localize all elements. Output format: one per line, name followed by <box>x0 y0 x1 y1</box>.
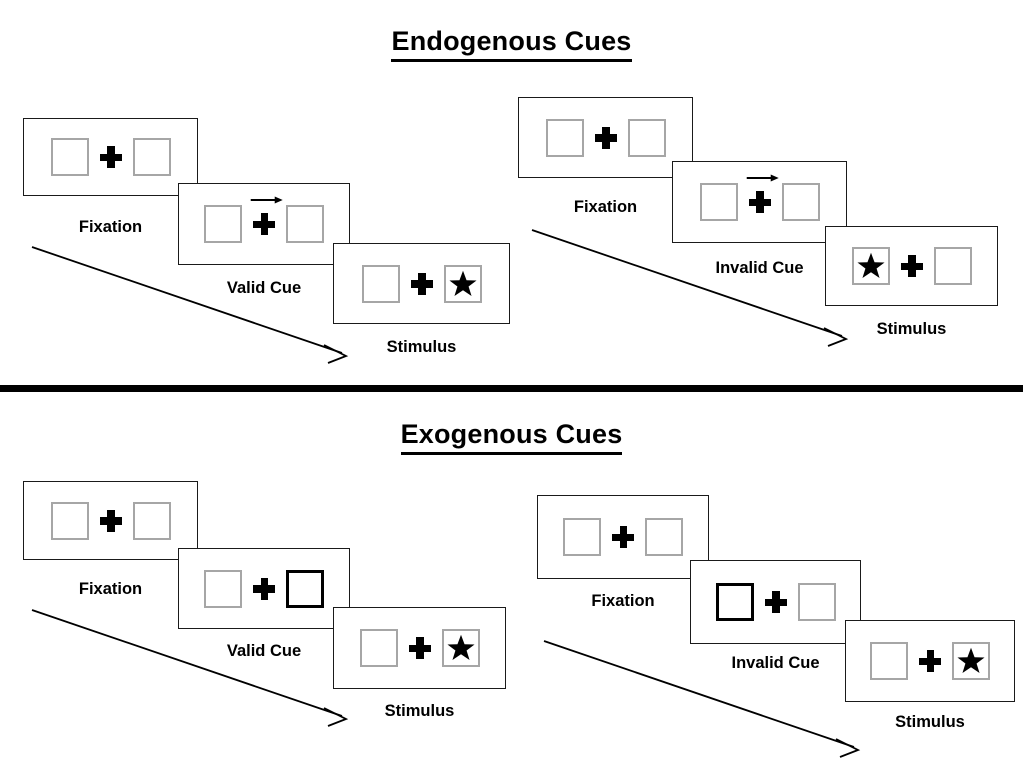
left-box <box>851 247 890 285</box>
plus-cross-icon <box>252 212 276 236</box>
caption-endogenous-valid-fixation: Fixation <box>78 218 143 236</box>
panel-inner <box>545 118 666 157</box>
caption-endogenous-valid-cue: Valid Cue <box>226 279 302 297</box>
panel-inner <box>851 247 972 285</box>
plus-cross-icon <box>408 636 432 660</box>
right-box-cued <box>286 569 324 608</box>
caption-endogenous-invalid-fixation: Fixation <box>573 198 638 216</box>
caption-exogenous-valid-fixation: Fixation <box>78 580 143 598</box>
caption-exogenous-invalid-cue: Invalid Cue <box>731 654 820 672</box>
section-title-endogenous-text: Endogenous Cues <box>391 26 632 62</box>
timeline-arrow-endogenous-invalid <box>531 229 849 347</box>
left-box <box>870 642 908 680</box>
panel-endogenous-invalid-cue[interactable] <box>672 161 847 243</box>
left-box <box>204 205 242 243</box>
panel-inner <box>361 264 482 303</box>
panel-inner <box>715 583 836 621</box>
section-title-endogenous: Endogenous Cues <box>0 26 1023 62</box>
fixation-cross-wrap <box>242 196 286 236</box>
section-title-exogenous: Exogenous Cues <box>0 419 1023 455</box>
plus-cross-icon <box>748 190 772 214</box>
fixation-cross-wrap <box>89 145 133 169</box>
caption-exogenous-valid-cue: Valid Cue <box>226 642 302 660</box>
arrow-right-icon <box>250 196 283 204</box>
left-box <box>50 138 89 176</box>
plus-cross-icon <box>900 254 924 278</box>
plus-cross-icon <box>764 590 788 614</box>
star-icon <box>446 634 475 661</box>
left-box <box>359 629 398 667</box>
right-box <box>933 247 972 285</box>
fixation-cross-wrap <box>601 525 645 549</box>
panel-exogenous-invalid-stimulus[interactable] <box>845 620 1015 702</box>
panel-inner <box>699 174 820 221</box>
panel-inner <box>359 629 480 667</box>
panel-endogenous-invalid-stimulus[interactable] <box>825 226 998 306</box>
plus-cross-icon <box>410 272 434 296</box>
panel-endogenous-valid-stimulus[interactable] <box>333 243 510 324</box>
right-box <box>286 205 324 243</box>
section-divider <box>0 385 1023 392</box>
star-icon <box>957 647 985 674</box>
panel-exogenous-valid-stimulus[interactable] <box>333 607 506 689</box>
plus-cross-icon <box>594 126 618 150</box>
caption-exogenous-invalid-fixation: Fixation <box>591 592 655 610</box>
panel-exogenous-invalid-cue[interactable] <box>690 560 861 644</box>
left-box <box>50 501 89 540</box>
fixation-cross-wrap <box>89 509 133 533</box>
caption-endogenous-valid-stimulus: Stimulus <box>386 338 457 356</box>
plus-cross-icon <box>99 509 123 533</box>
plus-cross-icon <box>252 577 276 601</box>
right-box <box>797 583 836 621</box>
right-box <box>627 118 666 157</box>
right-box <box>132 501 171 540</box>
arrow-right-icon <box>746 174 779 182</box>
right-box <box>441 629 480 667</box>
right-box <box>952 642 990 680</box>
right-box <box>645 518 683 556</box>
left-box-cued <box>715 583 754 621</box>
fixation-cross-wrap <box>398 636 442 660</box>
plus-cross-icon <box>99 145 123 169</box>
fixation-cross-wrap <box>754 590 798 614</box>
fixation-cross-wrap <box>890 254 934 278</box>
panel-exogenous-valid-cue[interactable] <box>178 548 350 629</box>
panel-inner <box>204 196 324 243</box>
panel-inner <box>50 138 171 176</box>
caption-endogenous-invalid-cue: Invalid Cue <box>715 259 804 277</box>
left-box <box>361 264 400 303</box>
panel-endogenous-valid-cue[interactable] <box>178 183 350 265</box>
caption-endogenous-invalid-stimulus: Stimulus <box>876 320 947 338</box>
panel-exogenous-valid-fixation[interactable] <box>23 481 198 560</box>
star-icon <box>856 252 885 279</box>
panel-endogenous-invalid-fixation[interactable] <box>518 97 693 178</box>
fixation-cross-wrap <box>738 174 782 214</box>
left-box <box>204 569 242 608</box>
section-title-exogenous-text: Exogenous Cues <box>400 419 623 455</box>
caption-exogenous-valid-stimulus: Stimulus <box>384 702 455 720</box>
panel-exogenous-invalid-fixation[interactable] <box>537 495 709 579</box>
star-icon <box>448 270 477 296</box>
plus-cross-icon <box>611 525 635 549</box>
fixation-cross-wrap <box>584 126 628 150</box>
panel-endogenous-valid-fixation[interactable] <box>23 118 198 196</box>
panel-inner <box>870 642 990 680</box>
panel-inner <box>563 518 683 556</box>
left-box <box>699 183 738 221</box>
panel-inner <box>204 569 324 608</box>
right-box <box>781 183 820 221</box>
fixation-cross-wrap <box>400 272 444 296</box>
right-box <box>443 264 482 303</box>
panel-inner <box>50 501 171 540</box>
fixation-cross-wrap <box>908 649 952 673</box>
caption-exogenous-invalid-stimulus: Stimulus <box>895 713 965 731</box>
right-box <box>132 138 171 176</box>
left-box <box>545 118 584 157</box>
fixation-cross-wrap <box>242 577 286 601</box>
left-box <box>563 518 601 556</box>
plus-cross-icon <box>918 649 942 673</box>
